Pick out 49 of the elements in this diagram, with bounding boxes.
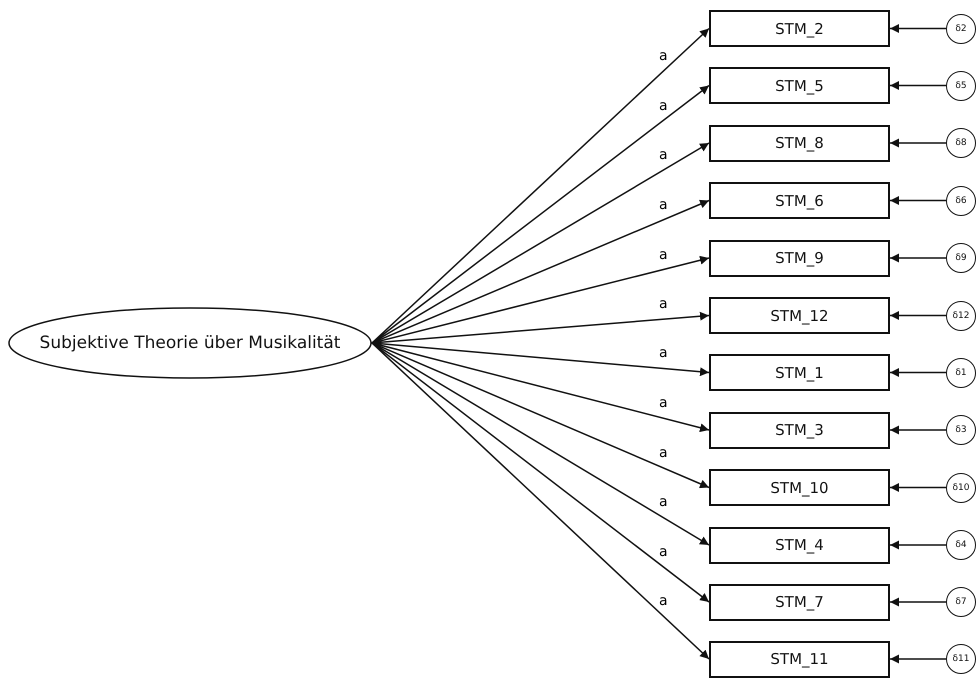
error-circle: δ8 [946,128,976,158]
edge-label: a [658,396,669,410]
error-circle: δ7 [946,587,976,617]
error-circle: δ2 [946,14,976,44]
error-circle: δ10 [946,472,976,502]
indicator-box: STM_3 [709,412,890,448]
edge-label: a [658,49,669,64]
indicator-box: STM_10 [709,469,890,506]
indicator-box: STM_8 [709,124,890,162]
error-circle: δ9 [946,243,976,273]
indicator-box: STM_2 [709,10,890,47]
error-circle: δ6 [946,186,976,216]
indicator-box: STM_9 [709,240,890,276]
indicator-box: STM_7 [709,584,890,620]
arrow [890,654,946,664]
error-circle: δ4 [946,530,976,560]
error-circle: δ1 [946,358,976,388]
error-circle: δ3 [946,415,976,445]
arrow [372,142,710,344]
indicator-box: STM_5 [709,67,890,104]
arrow [890,311,946,320]
arrow [890,196,946,205]
arrow [890,483,946,492]
arrow [372,342,710,603]
arrow [372,84,710,344]
arrow [371,342,710,660]
arrow [371,28,710,344]
arrow [372,342,710,546]
error-circle: δ5 [946,70,976,100]
indicator-box: STM_12 [709,297,890,334]
indicator-box: STM_4 [709,526,890,564]
indicator-box: STM_1 [709,354,890,391]
edge-label: a [658,495,669,510]
arrow [890,368,946,377]
indicator-box: STM_11 [709,640,890,678]
arrow [890,540,946,550]
arrow [890,138,946,148]
arrow [890,254,946,262]
edge-label: a [658,297,669,312]
variable-label: Subjektive Theorie über Musikalität [40,332,340,355]
edge-label: a [658,148,669,162]
edge-label: a [658,346,669,360]
error-circle: δ11 [946,644,976,674]
arrow [890,598,946,606]
arrow [890,24,946,33]
arrow [890,426,946,434]
arrow [890,81,946,90]
error-circle: δ12 [946,300,976,330]
indicator-box: STM_6 [709,182,890,219]
